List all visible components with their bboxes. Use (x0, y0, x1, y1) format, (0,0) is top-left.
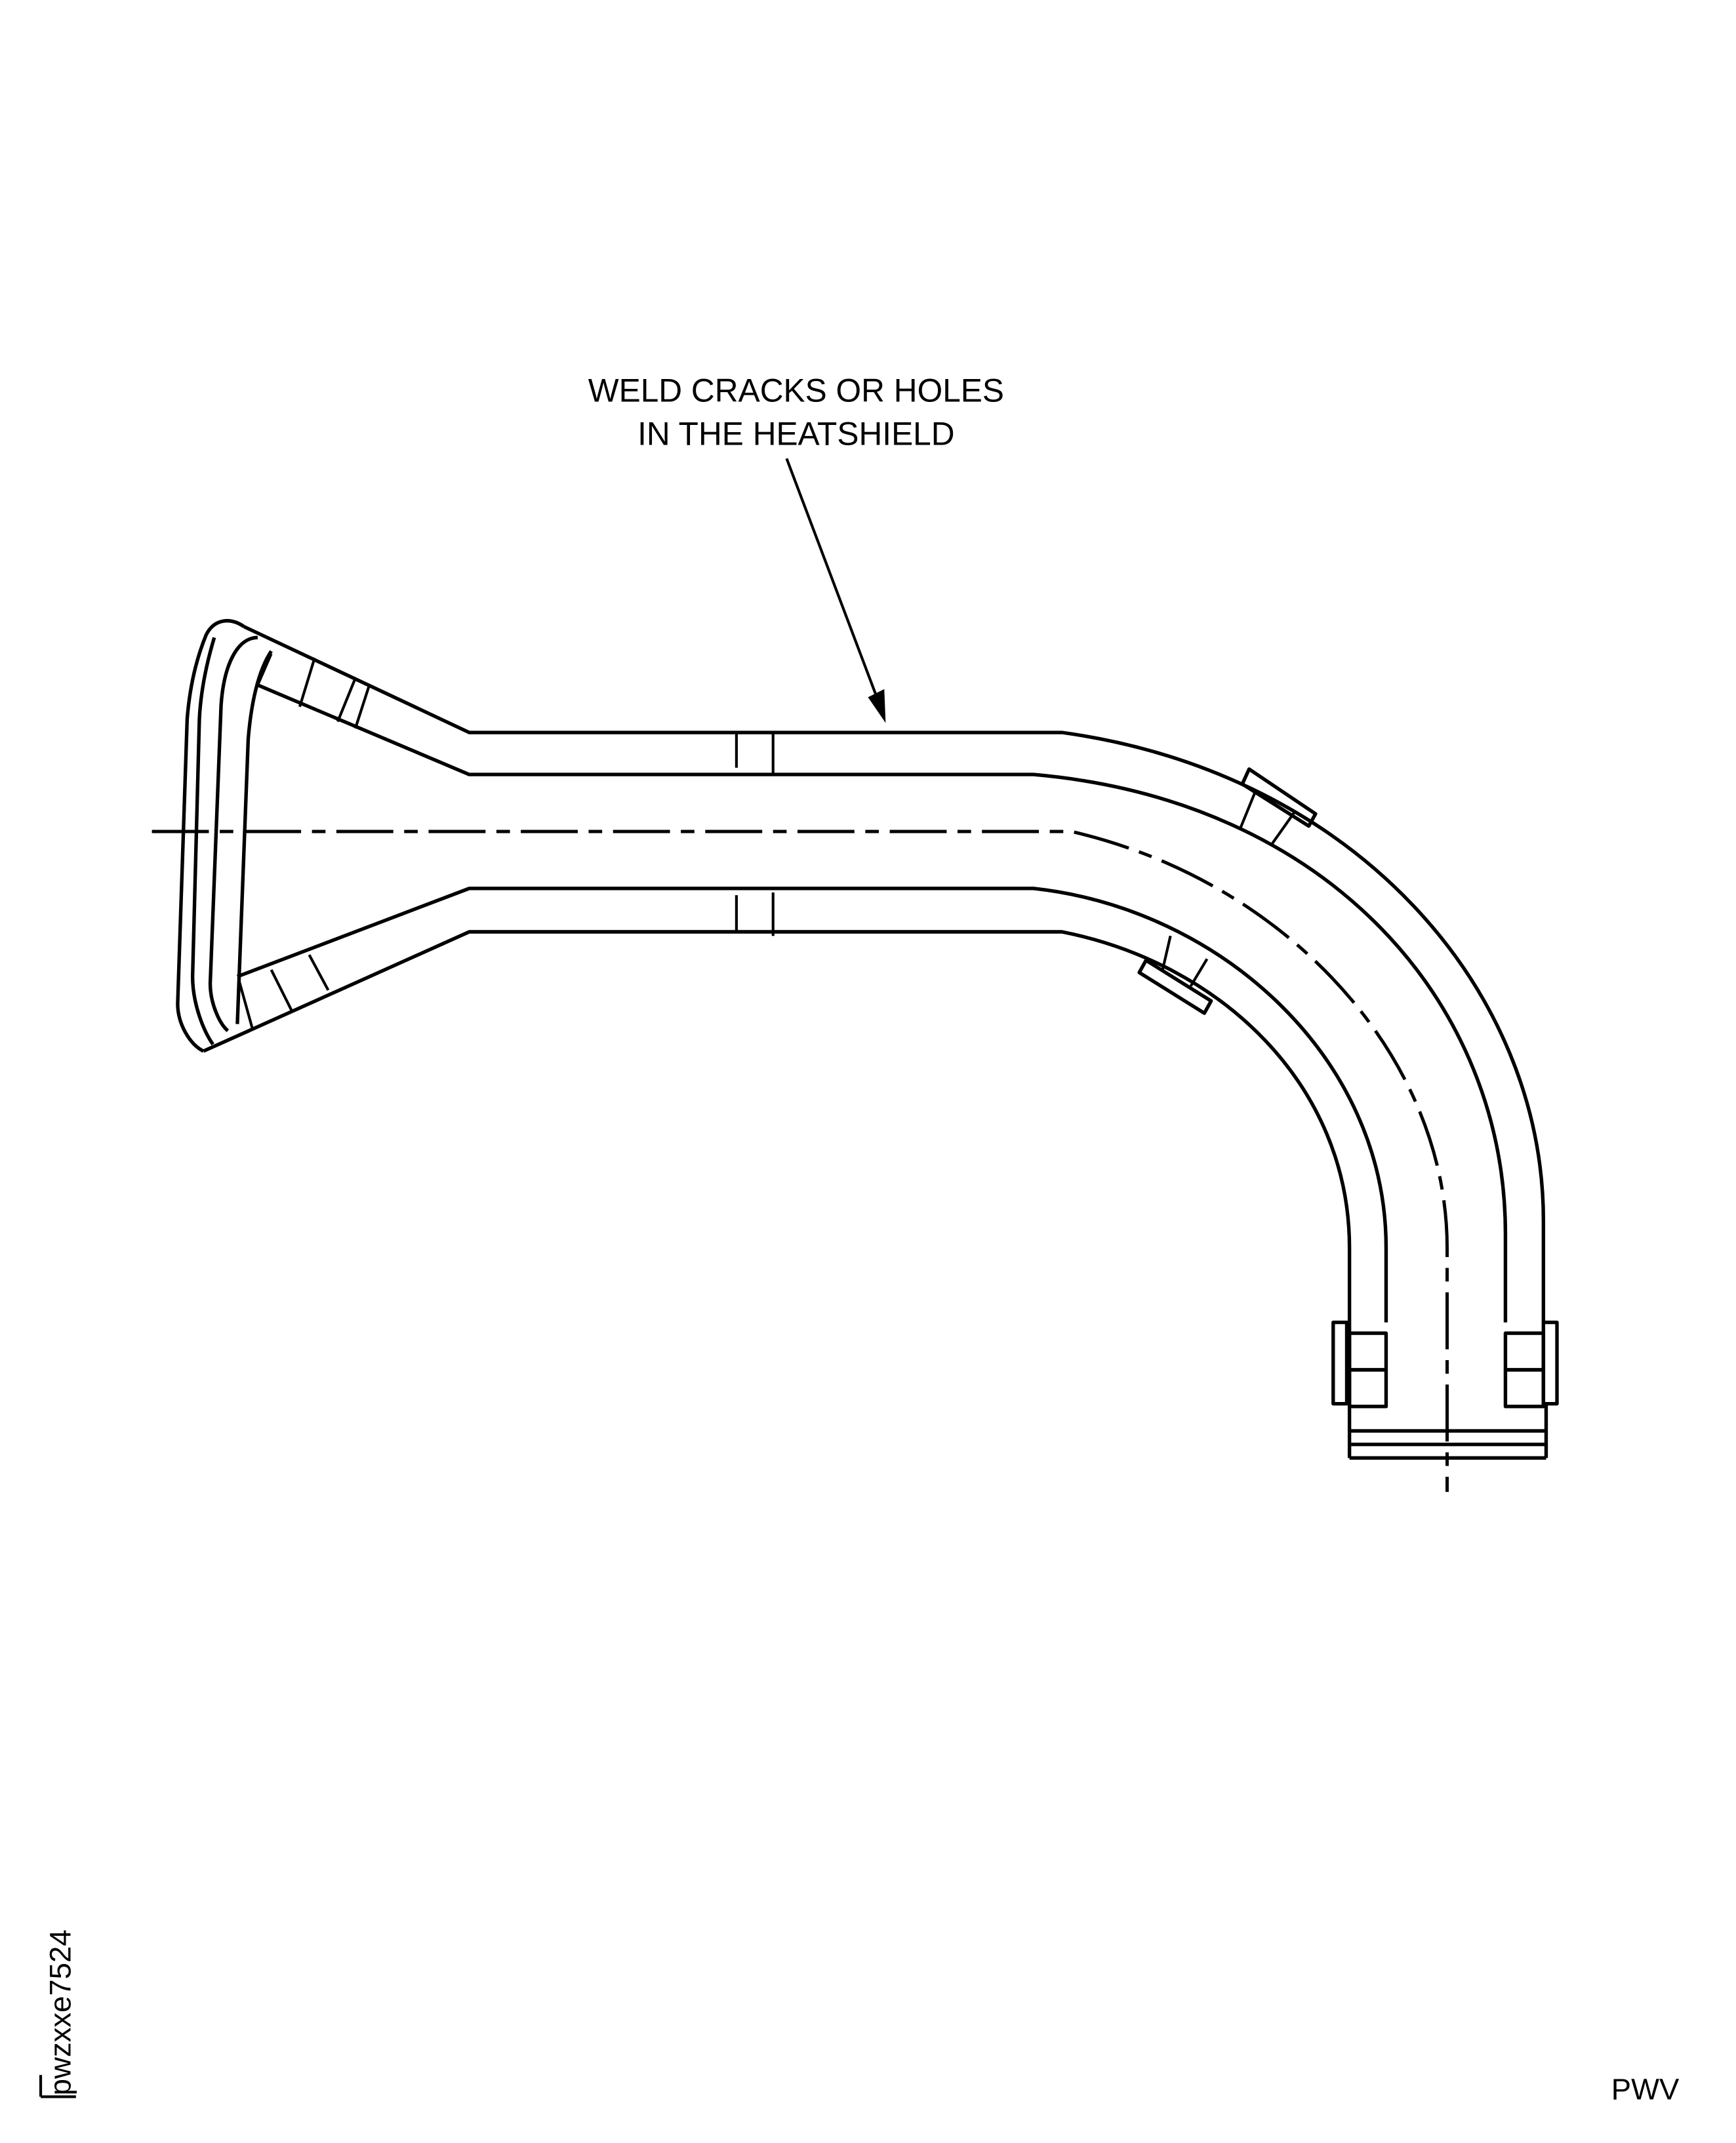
figure-id: pwzxxe7524 (39, 1929, 77, 2098)
callout-line-1: WELD CRACKS OR HOLES (588, 372, 1004, 409)
leader-arrow (785, 458, 886, 723)
tube-outline (203, 625, 1546, 1323)
weld-seams (735, 732, 775, 936)
bend-clips (1137, 767, 1318, 1015)
corner-code: PWV (1611, 2073, 1680, 2106)
end-fitting (1331, 1320, 1559, 1460)
flange-lip (176, 619, 273, 1053)
callout-line-2: IN THE HEATSHIELD (637, 416, 954, 452)
centerline (151, 830, 1449, 1492)
cone-hatching (237, 657, 371, 1029)
figure-id-text: pwzxxe7524 (44, 1929, 77, 2095)
